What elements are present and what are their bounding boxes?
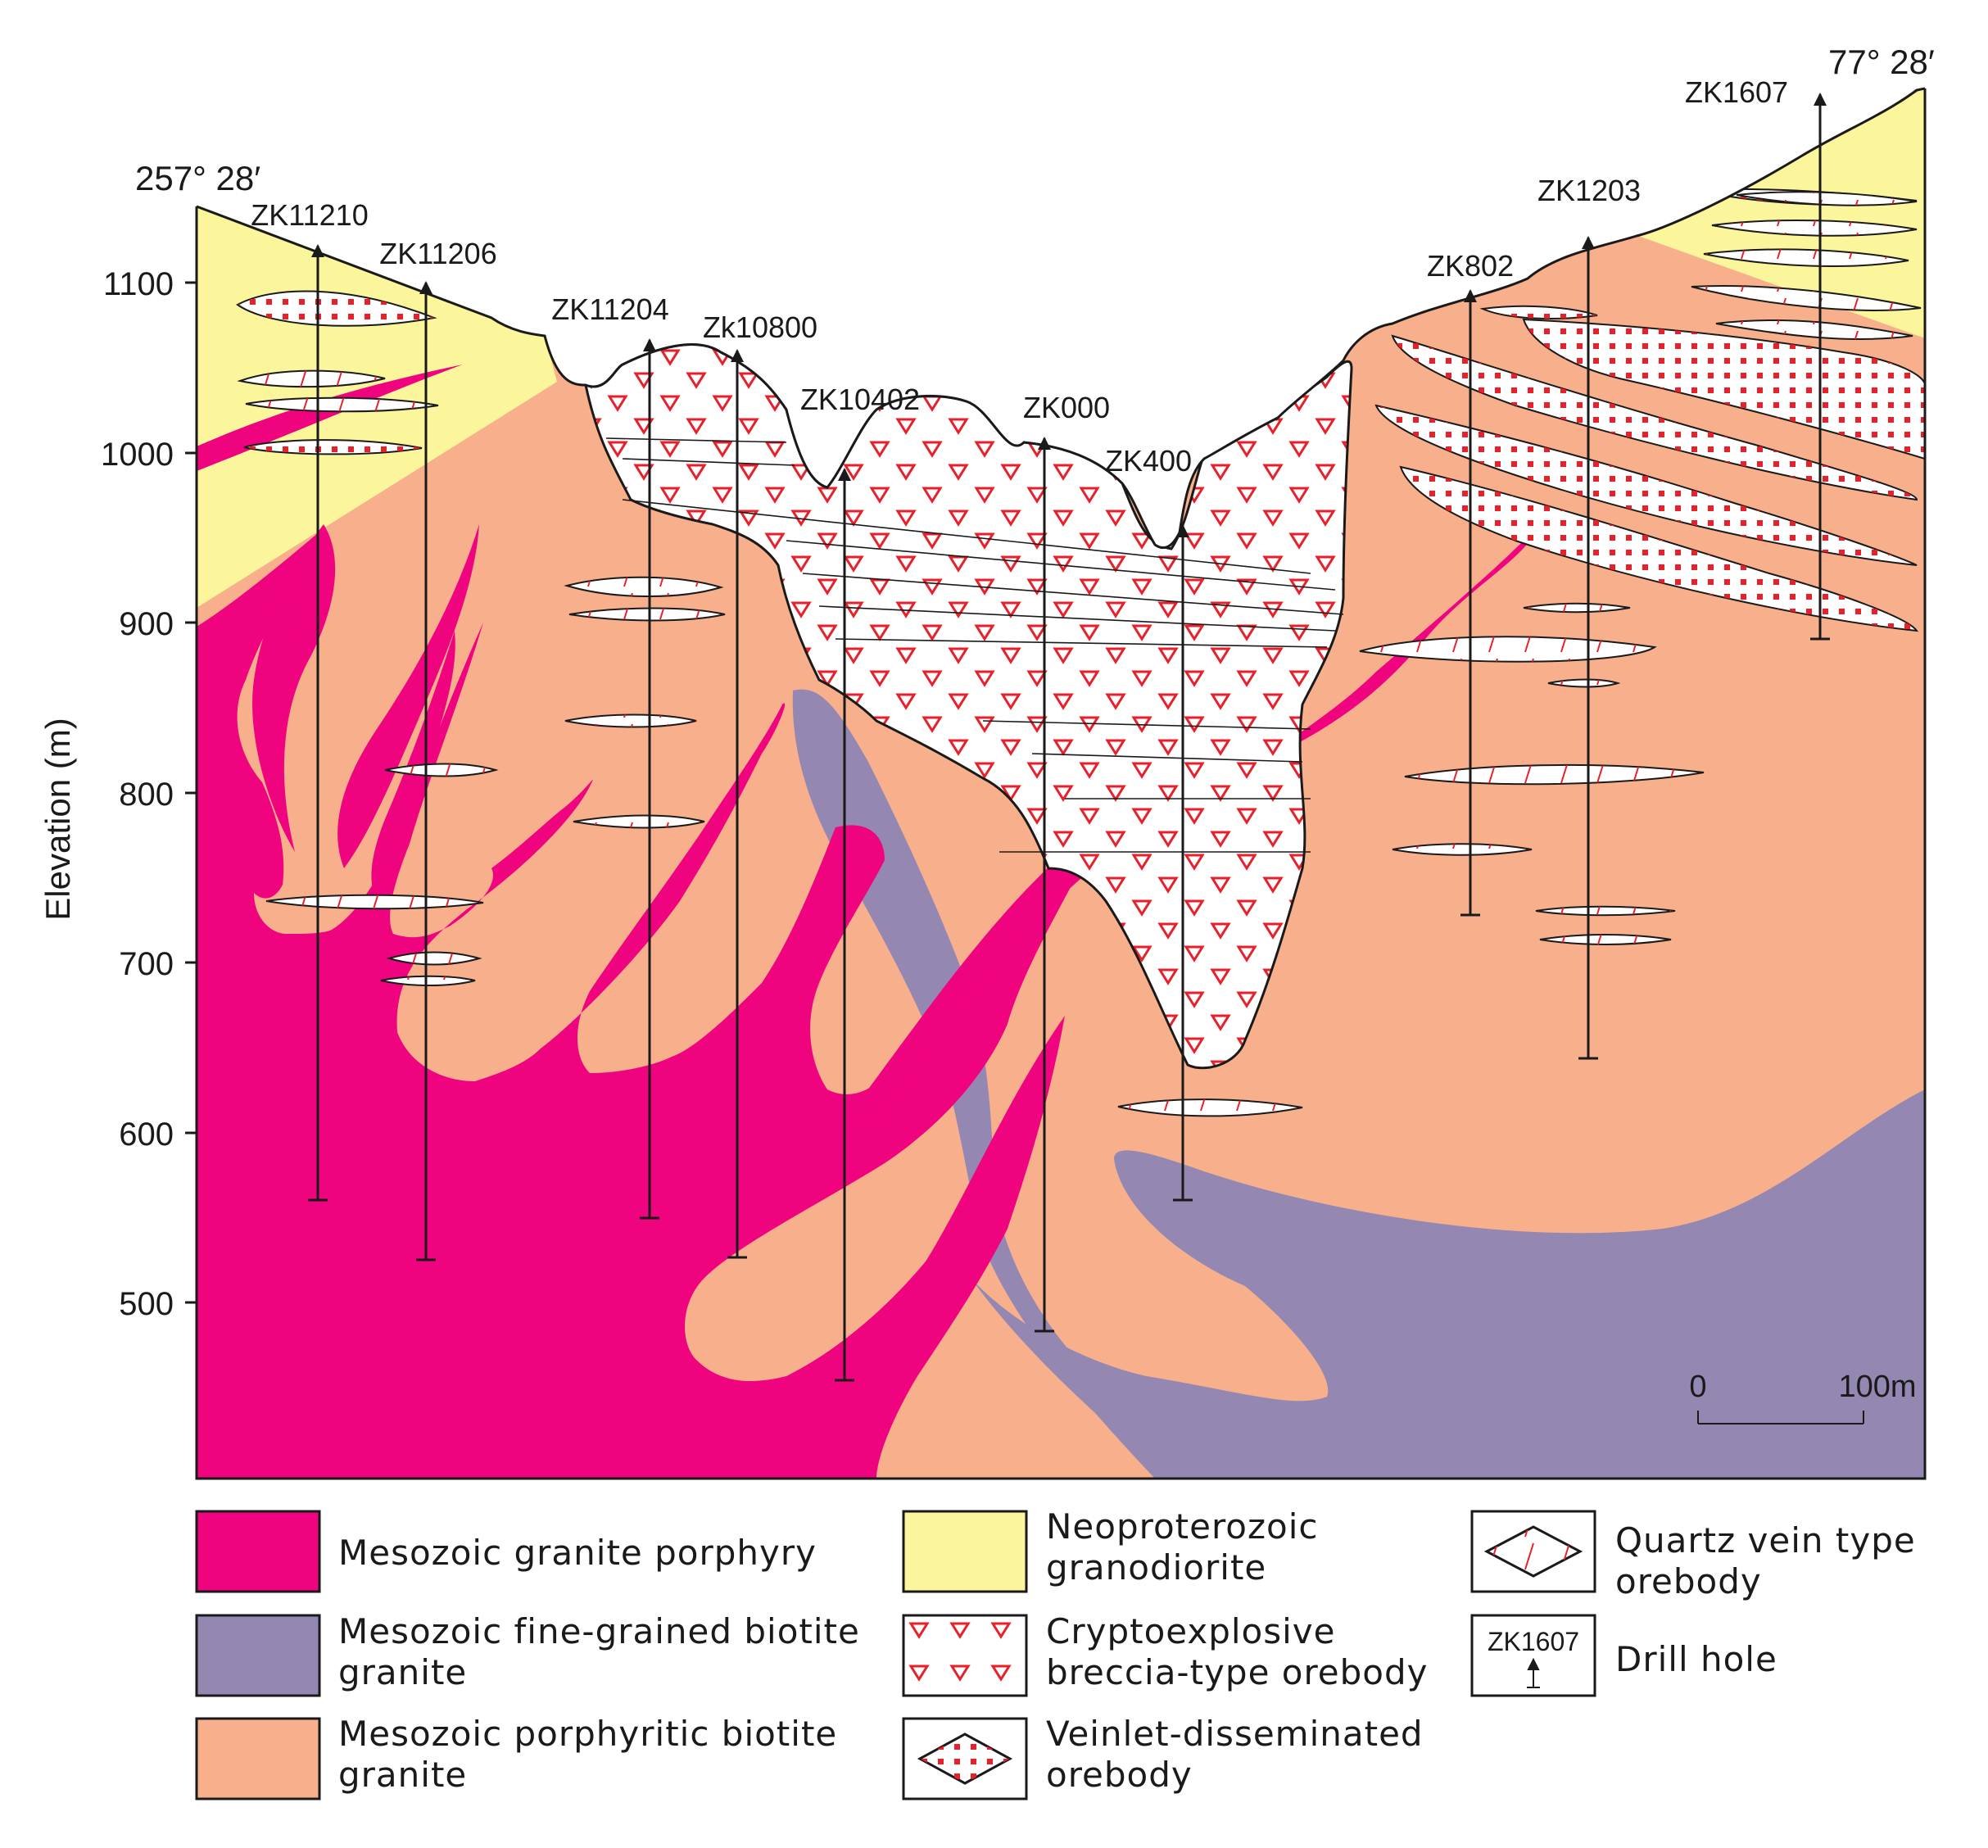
legend-label: Mesozoic fine-grained biotite	[338, 1611, 860, 1651]
legend-label: orebody	[1046, 1755, 1193, 1795]
drill-hole-label: ZK1607	[1685, 75, 1788, 109]
legend-label: Mesozoic porphyritic biotite	[338, 1714, 837, 1754]
legend-swatch-fine-grained-biotite-granite	[195, 1614, 321, 1697]
quartz-vein-hatch	[1548, 679, 1618, 687]
quartz-vein-hatch	[389, 952, 479, 965]
tick-label-1000: 1000	[101, 437, 174, 473]
legend-veinlet-dots	[920, 1734, 1010, 1783]
legend-label: Cryptoexplosive	[1046, 1611, 1336, 1651]
scale-bar	[1697, 1411, 1864, 1424]
quartz-vein-hatch	[381, 976, 475, 985]
legend: Mesozoic granite porphyry Mesozoic fine-…	[195, 1506, 1916, 1800]
quartz-vein-hatch	[1524, 603, 1630, 613]
legend-swatch-granodiorite	[902, 1510, 1028, 1593]
elevation-ticks	[185, 281, 197, 1304]
legend-label: granite	[338, 1755, 467, 1795]
quartz-vein-hatch	[1691, 286, 1921, 310]
tick-label-500: 500	[119, 1286, 174, 1322]
legend-label: Mesozoic granite porphyry	[338, 1533, 817, 1573]
scale-bar-start: 0	[1689, 1370, 1706, 1404]
drill-hole-label: Zk10800	[703, 310, 817, 344]
granite-porphyry-finger-1	[252, 524, 336, 852]
quartz-vein-hatch	[246, 397, 438, 412]
granite-porphyry-finger-2	[337, 524, 479, 868]
quartz-vein-hatch	[567, 577, 721, 597]
quartz-vein-hatch	[1737, 192, 1917, 206]
axis-label: Elevation (m)	[38, 718, 77, 920]
legend-label: granite	[338, 1652, 467, 1692]
quartz-vein-hatch	[1393, 844, 1532, 855]
quartz-vein-hatch	[266, 895, 483, 909]
elevation-tick-labels: 1100 1000 900 800 700 600 500	[101, 266, 174, 1322]
granite-porphyry-main	[197, 528, 1103, 1479]
drill-hole-label: ZK400	[1105, 444, 1192, 478]
legend-label: Quartz vein type	[1615, 1520, 1916, 1560]
granodiorite-right	[1637, 88, 1925, 338]
fine-grained-biotite-granite-body	[971, 1089, 1925, 1479]
drill-hole-lines	[316, 94, 1822, 1380]
quartz-vein-hatch	[1360, 636, 1655, 662]
tick-label-900: 900	[119, 606, 174, 642]
drill-hole-label: ZK000	[1023, 391, 1110, 424]
drill-hole-label: ZK11206	[379, 237, 496, 270]
tick-label-800: 800	[119, 777, 174, 813]
quartz-vein-hatch	[573, 815, 704, 828]
legend-label: orebody	[1615, 1561, 1762, 1601]
drill-hole-label: ZK11210	[251, 198, 368, 232]
quartz-vein-hatch	[1536, 906, 1675, 916]
quartz-vein-hatch	[240, 370, 385, 387]
drill-hole-label: ZK1203	[1537, 174, 1641, 207]
quartz-vein-hatch	[1540, 935, 1671, 944]
legend-swatch-porphyritic-biotite-granite	[195, 1717, 321, 1800]
quartz-vein-hatch	[1716, 319, 1913, 340]
legend-drill-hole-arrow	[1527, 1657, 1540, 1688]
veinlet-orebodies	[236, 188, 1925, 632]
drill-hole-caps	[308, 637, 1830, 1382]
section-frame	[195, 88, 1927, 1480]
legend-label: Neoproterozoic	[1046, 1506, 1319, 1547]
legend-quartz-hatch	[1487, 1527, 1580, 1576]
legend-label: Drill hole	[1615, 1639, 1777, 1679]
sky-mask	[197, 0, 1925, 548]
breccia-pattern	[586, 344, 1352, 1068]
drill-hole-labels: ZK11210 ZK11206 ZK11204 Zk10800 ZK10402 …	[251, 75, 1788, 478]
legend-swatch-granite-porphyry	[195, 1510, 321, 1593]
tick-label-1100: 1100	[103, 266, 174, 302]
granite-porphyry-dike	[844, 523, 1542, 1122]
legend-label: granodiorite	[1046, 1547, 1266, 1588]
quartz-vein-hatch	[569, 608, 725, 621]
quartz-vein-orebodies	[237, 191, 1922, 1117]
fine-grained-biotite-granite-dike	[792, 689, 1174, 1479]
quartz-vein-hatch	[1405, 764, 1704, 785]
quartz-vein-hatch	[565, 714, 696, 727]
quartz-vein-hatch	[385, 763, 496, 777]
drill-hole-label: ZK802	[1427, 249, 1514, 283]
quartz-vein-hatch	[1712, 220, 1917, 236]
legend-breccia-pattern	[906, 1618, 1024, 1693]
orientation-left: 257° 28′	[135, 159, 260, 197]
quartz-vein-hatch	[1118, 1099, 1302, 1116]
section-body	[197, 0, 1925, 1479]
scale-bar-end: 100m	[1838, 1370, 1916, 1404]
drill-hole-label: ZK11204	[551, 292, 668, 326]
legend-label: breccia-type orebody	[1046, 1652, 1429, 1692]
legend-drill-hole-sample-id: ZK1607	[1488, 1627, 1579, 1656]
orientation-right: 77° 28′	[1828, 43, 1935, 81]
ground-surface	[197, 87, 1925, 550]
tick-label-700: 700	[119, 946, 174, 982]
legend-label: Veinlet-disseminated	[1046, 1714, 1424, 1754]
tick-label-600: 600	[119, 1116, 174, 1153]
drill-hole-arrowheads	[311, 93, 1827, 537]
drill-hole-label: ZK10402	[800, 383, 920, 416]
quartz-vein-hatch	[1704, 249, 1909, 266]
